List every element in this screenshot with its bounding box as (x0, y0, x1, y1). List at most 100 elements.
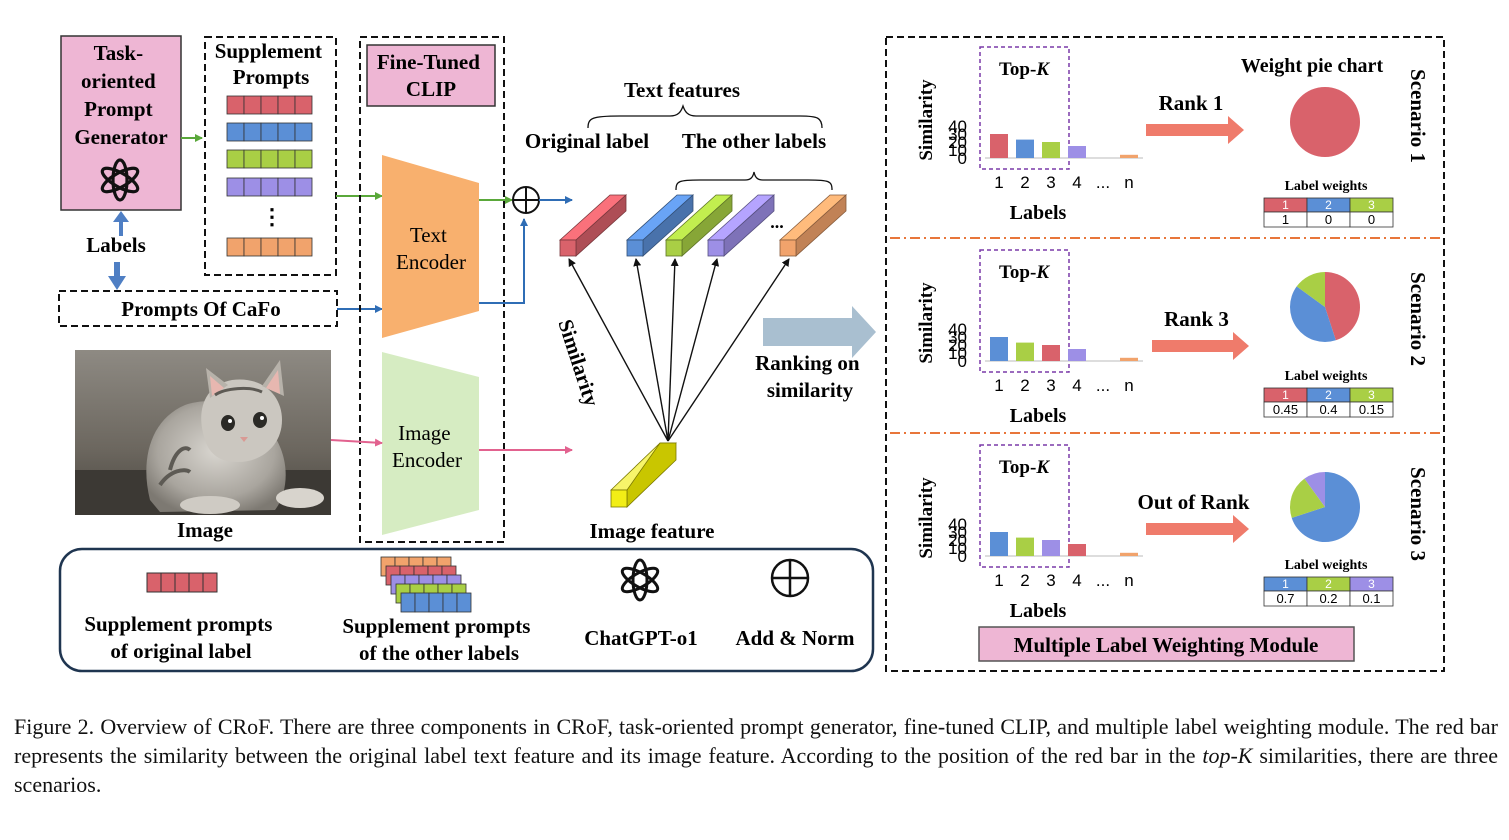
prompt-cell (260, 122, 279, 142)
topk-box (979, 46, 1070, 170)
similarity-bar (1016, 342, 1034, 361)
prompts-cafo-text: Prompts Of CaFo (121, 297, 280, 321)
image-encoder-label: Image Encoder (392, 421, 462, 472)
legend-other-prompts-icon (380, 556, 472, 613)
cafo-feature-to-add-arrow (479, 218, 528, 304)
weight-header-label: 1 (1282, 388, 1289, 402)
similarity-axis-label: Similarity (916, 477, 937, 559)
label-weights-title: Label weights (1285, 179, 1368, 194)
weight-value: 0.45 (1273, 402, 1298, 417)
caption-italic: top-K (1202, 743, 1253, 768)
text-features-brace (587, 103, 823, 129)
weight-header-label: 2 (1325, 577, 1332, 591)
weight-header-label: 3 (1368, 198, 1375, 212)
pie-slice (1304, 472, 1325, 507)
x-tick-label: 2 (1020, 173, 1029, 192)
y-tick-label: 0 (958, 547, 967, 566)
pie-slice (1289, 478, 1325, 518)
prompt-cell (294, 95, 313, 115)
weight-header-label: 1 (1282, 577, 1289, 591)
labels-down-arrow (108, 262, 126, 290)
prompt-cell (226, 122, 245, 142)
weight-value-cell (1349, 211, 1394, 228)
clip-title: Fine-Tuned CLIP (377, 50, 485, 101)
legend-stack-cell (414, 592, 430, 613)
topk-box (979, 249, 1070, 373)
prompt-cell (226, 177, 245, 197)
similarity-bar (990, 532, 1008, 556)
y-tick-label: 10 (948, 539, 967, 558)
original-label-text: Original label (525, 129, 649, 153)
text-feature-bar (558, 194, 628, 257)
x-tick-label: n (1124, 173, 1133, 192)
similarity-line (667, 258, 720, 442)
prompt-cell (243, 177, 262, 197)
prompt-cell (260, 177, 279, 197)
rank-arrow (1152, 332, 1249, 360)
scenario-name: Scenario 2 (1406, 272, 1430, 366)
labels-axis-label: Labels (1010, 405, 1067, 427)
topk-label: Top-K (999, 59, 1050, 80)
weight-value: 0.15 (1359, 402, 1384, 417)
prompt-cell (243, 95, 262, 115)
y-tick-label: 30 (948, 328, 967, 347)
weighting-module-box (885, 36, 1445, 672)
similarity-bar (1068, 349, 1086, 361)
text-features-label: Text features (624, 78, 740, 102)
y-tick-label: 40 (948, 117, 967, 136)
y-tick-label: 20 (948, 531, 967, 550)
legend-stack-cell (456, 592, 472, 613)
legend-add-norm-label: Add & Norm (736, 626, 856, 650)
legend-chatgpt-icon (620, 558, 660, 602)
legend-original-prompts-icon (146, 572, 218, 593)
weight-value: 0.4 (1319, 402, 1337, 417)
weight-header-label: 2 (1325, 198, 1332, 212)
prompt-cell (294, 177, 313, 197)
image-feature-label: Image feature (590, 519, 715, 543)
legend-box (58, 547, 875, 673)
feature-ellipsis: ... (770, 212, 784, 232)
topk-box (979, 444, 1070, 568)
prompt-generator-box (60, 35, 182, 211)
prompts-cafo-box (58, 290, 338, 327)
pie-slice (1290, 87, 1360, 157)
prompt-cell (277, 149, 296, 169)
pie-slice (1290, 286, 1336, 342)
pie-slice (1296, 272, 1325, 307)
prompt-cell (243, 122, 262, 142)
similarity-bar (1016, 139, 1034, 158)
x-tick-label: 3 (1046, 571, 1055, 590)
module-title-box (978, 626, 1355, 662)
prompt-cell (226, 149, 245, 169)
scenario-name: Scenario 3 (1406, 467, 1430, 561)
x-tick-label: 4 (1072, 376, 1081, 395)
weight-header-label: 3 (1368, 577, 1375, 591)
weight-header-label: 1 (1282, 198, 1289, 212)
x-tick-label: ... (1096, 173, 1110, 192)
weight-value: 1 (1282, 212, 1289, 227)
y-tick-label: 20 (948, 336, 967, 355)
similarity-bar (1120, 154, 1138, 158)
cat-image (75, 350, 331, 515)
similarity-line (667, 258, 679, 442)
x-tick-label: n (1124, 571, 1133, 590)
label-weights-title: Label weights (1285, 558, 1368, 573)
similarity-axis-label: Similarity (916, 282, 937, 364)
pie-slice (1291, 472, 1360, 542)
text-encoder-label: Text Encoder (396, 223, 466, 274)
weight-value: 0.1 (1362, 591, 1380, 606)
similarity-line (633, 258, 669, 442)
prompt-cell (277, 95, 296, 115)
legend-stack-cell (400, 592, 416, 613)
other-labels-brace (675, 171, 833, 191)
similarity-bar (1068, 544, 1086, 556)
text-feature-bar (778, 194, 848, 257)
image-to-encoder-arrow (330, 438, 383, 447)
x-tick-label: 1 (994, 571, 1003, 590)
image-label: Image (177, 518, 233, 542)
pie-slice (1325, 272, 1361, 341)
prompt-cell (260, 237, 279, 257)
prompt-cell (226, 237, 245, 257)
